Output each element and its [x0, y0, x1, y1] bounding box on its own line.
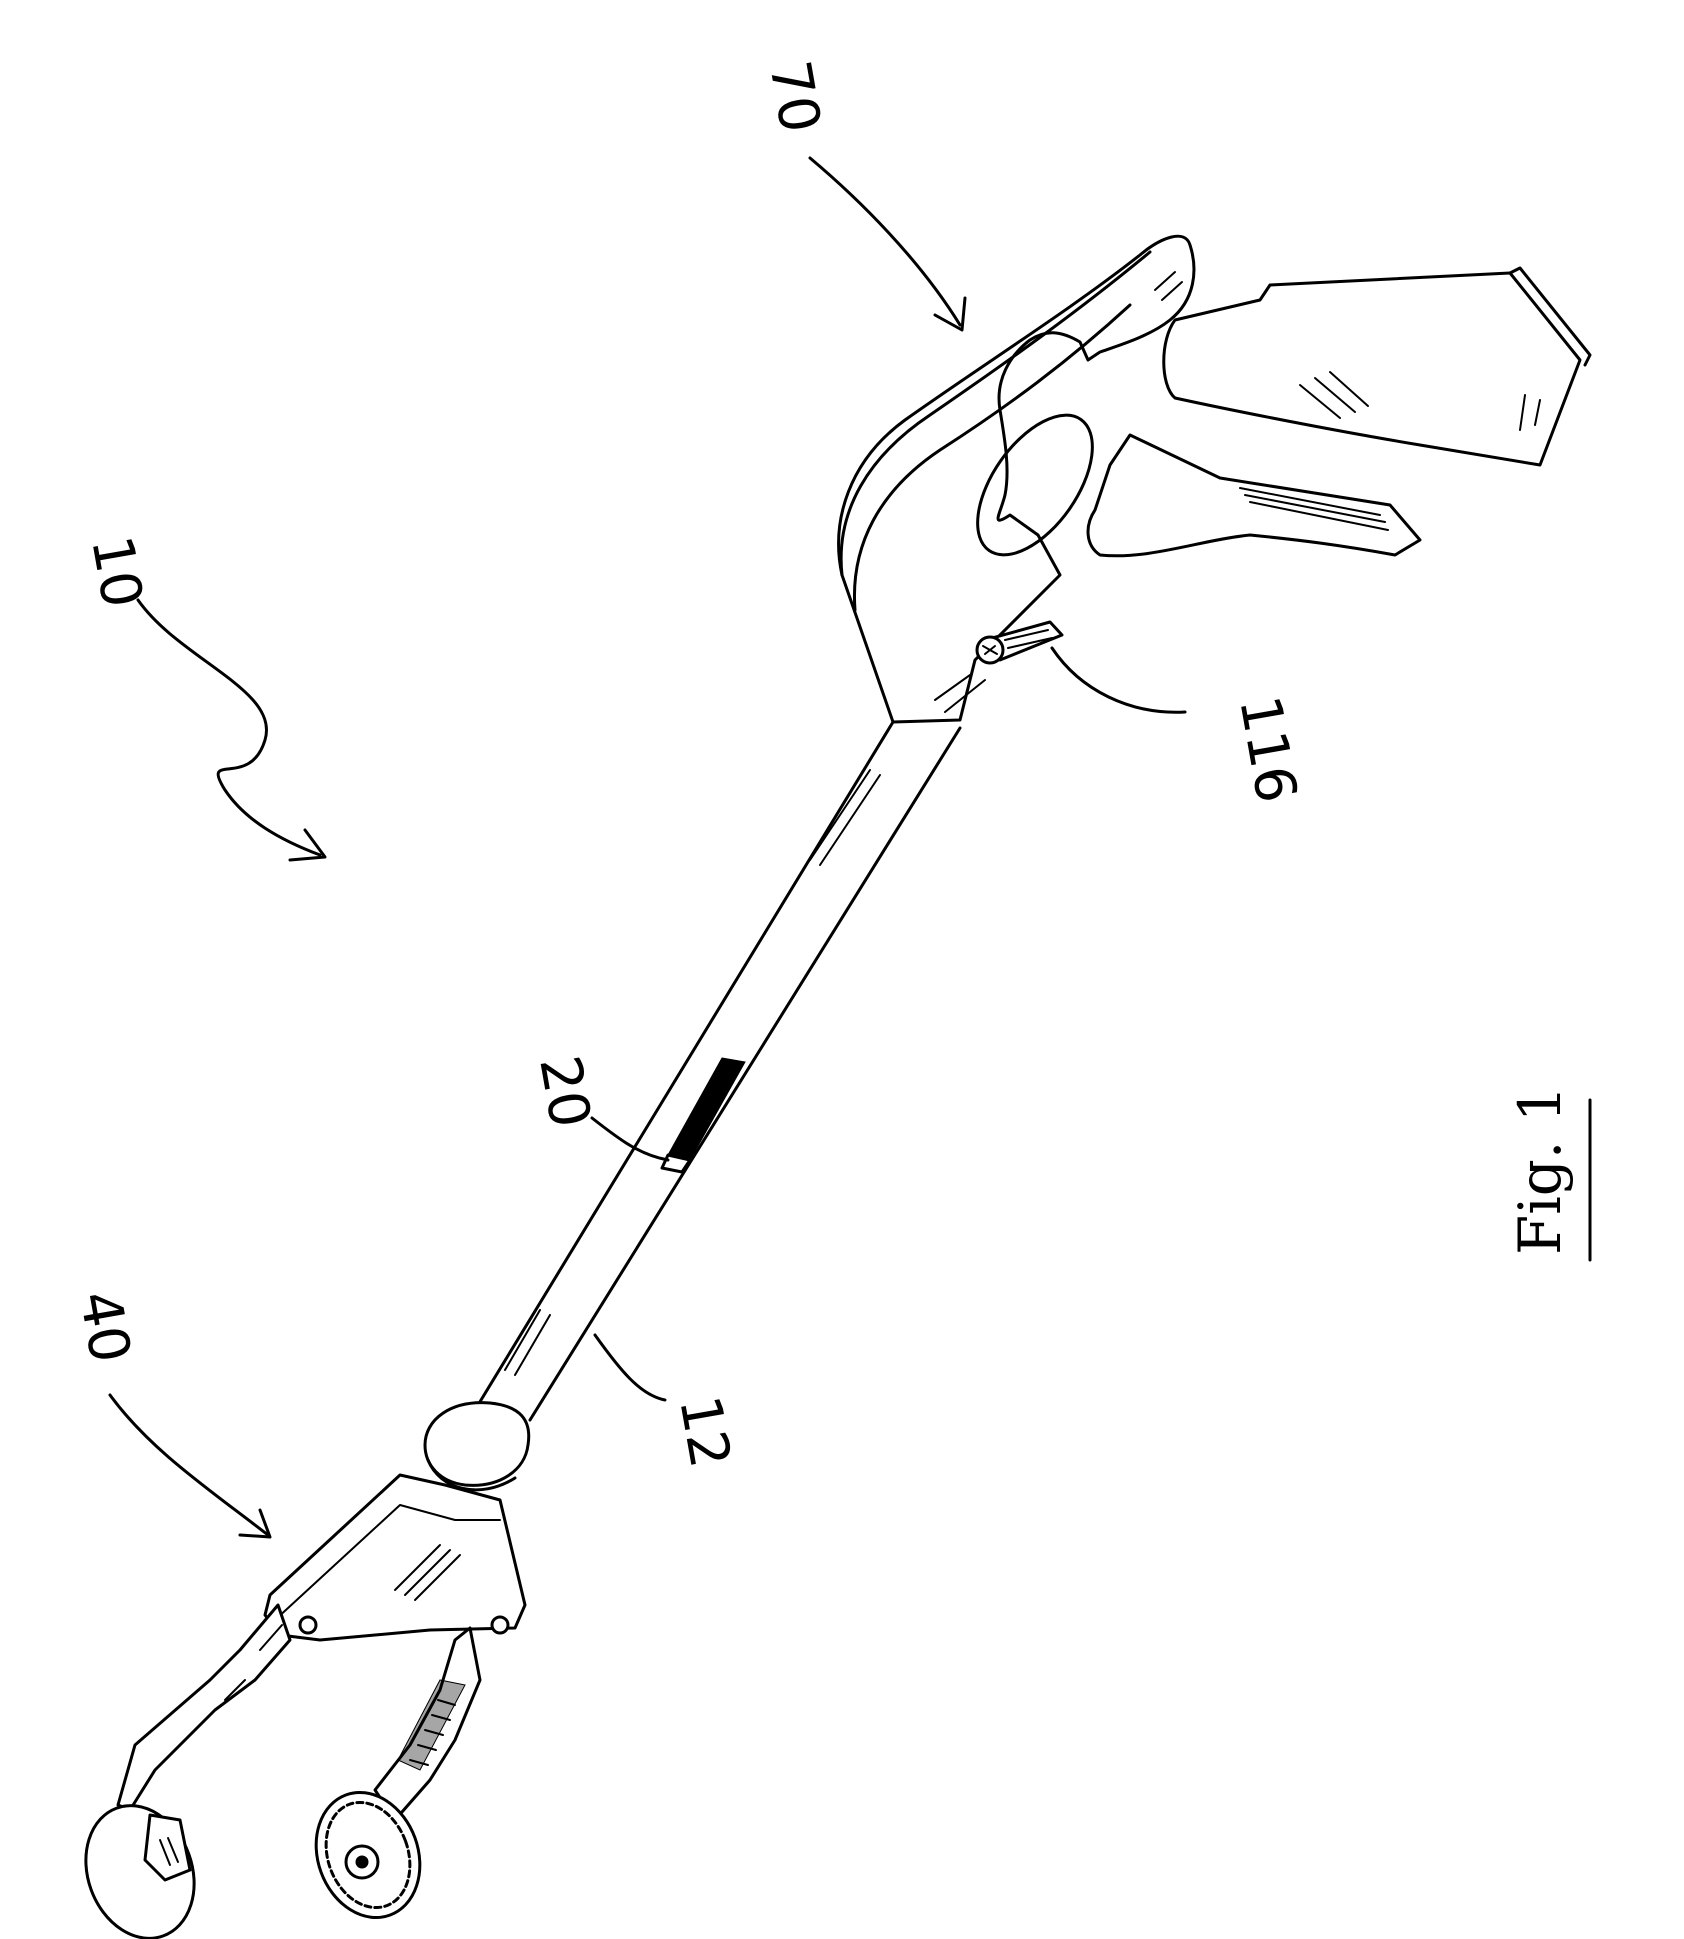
label-20: 20: [526, 1051, 602, 1132]
collar: [425, 1403, 529, 1486]
leader-lines: [110, 158, 1185, 1537]
leader-10: [138, 600, 320, 855]
leader-116: [1052, 648, 1185, 712]
pole-highlight-2: [505, 1310, 550, 1375]
head-rivet-left: [300, 1617, 316, 1633]
head-rivet-right: [492, 1617, 508, 1633]
trigger: [1088, 435, 1420, 556]
label-116: 116: [1226, 691, 1309, 808]
figure-caption-group: Fig. 1: [1506, 1085, 1590, 1260]
label-12: 12: [666, 1391, 742, 1472]
leader-12: [595, 1335, 665, 1400]
jaw-head: [68, 1403, 529, 1939]
handle-grip: [1164, 273, 1580, 465]
jaw-right-cup-center: [356, 1856, 368, 1868]
label-70: 70: [756, 56, 832, 137]
leader-40: [110, 1395, 268, 1535]
label-40: 40: [66, 1286, 142, 1367]
figure-caption: Fig. 1: [1506, 1085, 1574, 1255]
label-10: 10: [78, 531, 154, 612]
pole-highlight-1: [810, 770, 880, 865]
head-plate: [265, 1475, 525, 1640]
jaw-left-arm: [118, 1605, 290, 1810]
leader-70: [810, 158, 960, 325]
jaw-left-cup: [68, 1790, 212, 1939]
